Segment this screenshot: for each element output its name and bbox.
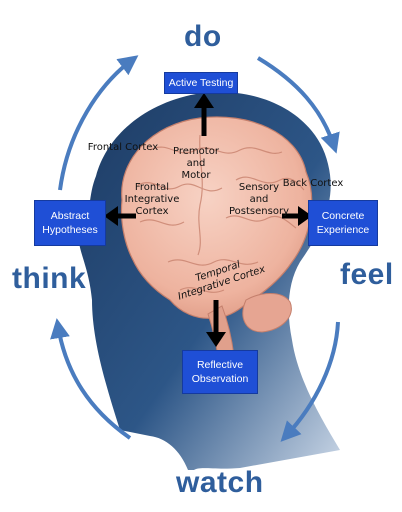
- label-premotor-motor: Premotor and Motor: [173, 146, 219, 181]
- label-frontal-integrative: Frontal Integrative Cortex: [124, 182, 180, 217]
- cerebellum: [242, 293, 292, 333]
- box-concrete-experience: Concrete Experience: [308, 200, 378, 246]
- box-reflective-observation: Reflective Observation: [182, 350, 258, 394]
- brain-arrows: [104, 93, 312, 347]
- brain-image: [120, 116, 313, 319]
- brain-folds: [137, 134, 305, 293]
- label-back-cortex: Back Cortex: [282, 178, 344, 189]
- cycle-arrows: [50, 55, 340, 442]
- word-do: do: [184, 20, 222, 53]
- word-feel: feel: [340, 258, 394, 291]
- word-watch: watch: [176, 466, 264, 499]
- arrow-feel-to-watch: [280, 321, 340, 442]
- word-think: think: [12, 262, 87, 295]
- arrow-watch-to-think: [50, 318, 132, 440]
- arrow-do-to-feel: [256, 56, 340, 154]
- label-frontal-cortex: Frontal Cortex: [87, 142, 159, 153]
- label-sensory-postsensory: Sensory and Postsensory: [229, 182, 289, 217]
- arrow-think-to-do: [58, 55, 139, 191]
- box-abstract-hypotheses: Abstract Hypotheses: [34, 200, 106, 246]
- box-active-testing: Active Testing: [164, 72, 238, 94]
